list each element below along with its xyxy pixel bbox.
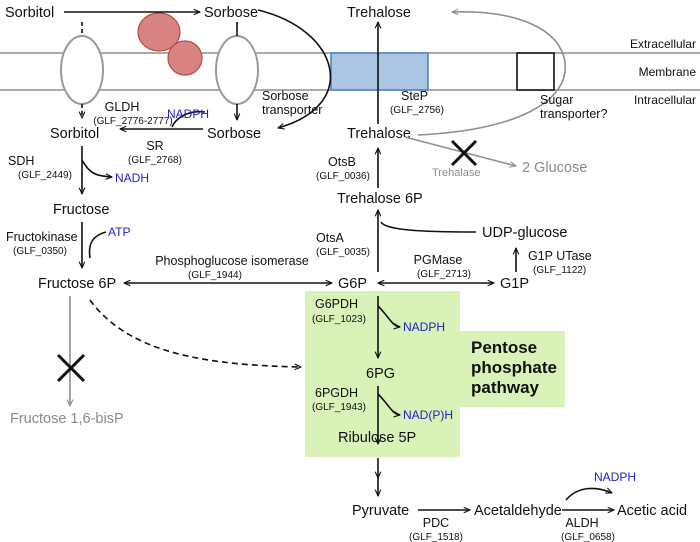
aldh-gene-id: (GLF_0658) — [561, 532, 615, 542]
region-membrane-label: Membrane — [639, 65, 697, 79]
gldh-subunit-2 — [167, 40, 203, 76]
fructose-1-6-bisp: Fructose 1,6-bisP — [10, 411, 124, 427]
g1p: G1P — [500, 276, 529, 292]
trehalase-label: Trehalase — [432, 167, 481, 179]
two-glucose: 2 Glucose — [522, 160, 587, 176]
arrow-sorbose-through-transporter — [257, 9, 332, 128]
pdc-gene-id: (GLF_1518) — [409, 532, 463, 542]
step-enzyme-name: SteP — [401, 89, 428, 103]
cofactor-atp: ATP — [108, 225, 130, 239]
pentose-phosphate-label-box — [460, 331, 565, 407]
sorbitol-channel — [60, 35, 104, 105]
step-transporter-shape — [330, 52, 429, 91]
pgi-enzyme-name: Phosphoglucose isomerase — [155, 254, 309, 268]
sr-gene-id: (GLF_2768) — [128, 155, 182, 166]
otsb-gene-id: (GLF_0036) — [316, 171, 370, 182]
aldh-cofactor-curve — [565, 488, 612, 501]
aldh-enzyme-name: ALDH — [565, 516, 598, 530]
cofactor-nadph-aldh: NADPH — [594, 470, 636, 484]
gldh-subunit-1 — [137, 12, 181, 52]
ribulose-5p: Ribulose 5P — [338, 430, 416, 446]
fructose: Fructose — [53, 202, 109, 218]
fructokinase-cofactor-curve — [88, 231, 107, 259]
ppp-title-line-2: phosphate — [471, 358, 557, 377]
pgmase-gene-id: (GLF_2713) — [417, 269, 471, 280]
6pg: 6PG — [366, 366, 395, 382]
sugar-transporter-label-1: Sugar — [540, 93, 573, 107]
region-extracellular-label: Extracellular — [630, 37, 696, 51]
acetaldehyde: Acetaldehyde — [474, 503, 562, 519]
g1putase-gene-id: (GLF_1122) — [533, 265, 586, 276]
g6pdh-cofactor-curve — [377, 305, 400, 327]
fructokinase-enzyme-name: Fructokinase — [6, 230, 78, 244]
fructokinase-gene-id: (GLF_0350) — [13, 246, 67, 257]
acetic-acid: Acetic acid — [617, 503, 687, 519]
sdh-enzyme-name: SDH — [8, 154, 34, 168]
pgmase-enzyme-name: PGMase — [414, 253, 463, 267]
pgi-gene-id: (GLF_1944) — [188, 270, 242, 281]
sdh-cofactor-curve — [81, 159, 112, 177]
g6pdh-enzyme-name: G6PDH — [315, 297, 358, 311]
sorbose-transporter-label-1: Sorbose — [262, 89, 309, 103]
pgdh6-enzyme-name: 6PGDH — [315, 386, 358, 400]
pgdh6-cofactor-curve — [377, 393, 400, 415]
sorbitol-extracellular: Sorbitol — [5, 5, 54, 21]
cofactor-nadph-sr: NADPH — [167, 107, 209, 121]
sorbose-transporter-shape — [215, 35, 259, 105]
pyruvate: Pyruvate — [352, 503, 409, 519]
trehalose-6p: Trehalose 6P — [337, 191, 423, 207]
block-mark-bisp — [56, 353, 86, 383]
ppp-title-line-1: Pentose — [471, 338, 537, 357]
gldh-gene-id: (GLF_2776-2777) — [93, 116, 173, 127]
sugar-transporter-label-2: transporter? — [540, 107, 607, 121]
block-mark-trehalase — [450, 139, 478, 167]
pgdh6-gene-id: (GLF_1943) — [312, 402, 366, 413]
g6p: G6P — [338, 276, 367, 292]
otsb-enzyme-name: OtsB — [328, 155, 356, 169]
sr-enzyme-name: SR — [146, 139, 163, 153]
cofactor-nadh-sdh: NADH — [115, 171, 149, 185]
cofactor-nadph-ppp: NAD(P)H — [403, 408, 453, 422]
g1putase-enzyme-name: G1P UTase — [528, 249, 592, 263]
ppp-title-line-3: pathway — [471, 378, 540, 397]
sorbitol-intracellular: Sorbitol — [50, 126, 99, 142]
region-intracellular-label: Intracellular — [634, 93, 696, 107]
pentose-phosphate-box — [305, 291, 460, 457]
pdc-enzyme-name: PDC — [423, 516, 449, 530]
sdh-gene-id: (GLF_2449) — [18, 170, 72, 181]
otsa-udpglucose-curve — [380, 221, 477, 233]
trehalose-intracellular: Trehalose — [347, 126, 411, 142]
otsa-gene-id: (GLF_0035) — [316, 247, 370, 258]
sorbose-intracellular: Sorbose — [207, 126, 261, 142]
arrow-sugar-transporter-reuptake — [417, 12, 567, 136]
sr-cofactor-curve — [171, 110, 206, 128]
otsa-enzyme-name: OtsA — [316, 231, 344, 245]
udp-glucose: UDP-glucose — [482, 225, 567, 241]
sorbose-extracellular: Sorbose — [204, 5, 258, 21]
sugar-transporter-shape — [516, 52, 555, 91]
fructose-6p: Fructose 6P — [38, 276, 116, 292]
dashed-fructose6p-to-ppp — [89, 299, 301, 367]
step-gene-id: (GLF_2756) — [390, 105, 444, 116]
sorbose-transporter-label-2: transporter — [262, 103, 322, 117]
gldh-enzyme-name: GLDH — [105, 100, 140, 114]
cofactor-nadph-g6pdh: NADPH — [403, 320, 445, 334]
g6pdh-gene-id: (GLF_1023) — [312, 314, 366, 325]
trehalose-extracellular: Trehalose — [347, 5, 411, 21]
